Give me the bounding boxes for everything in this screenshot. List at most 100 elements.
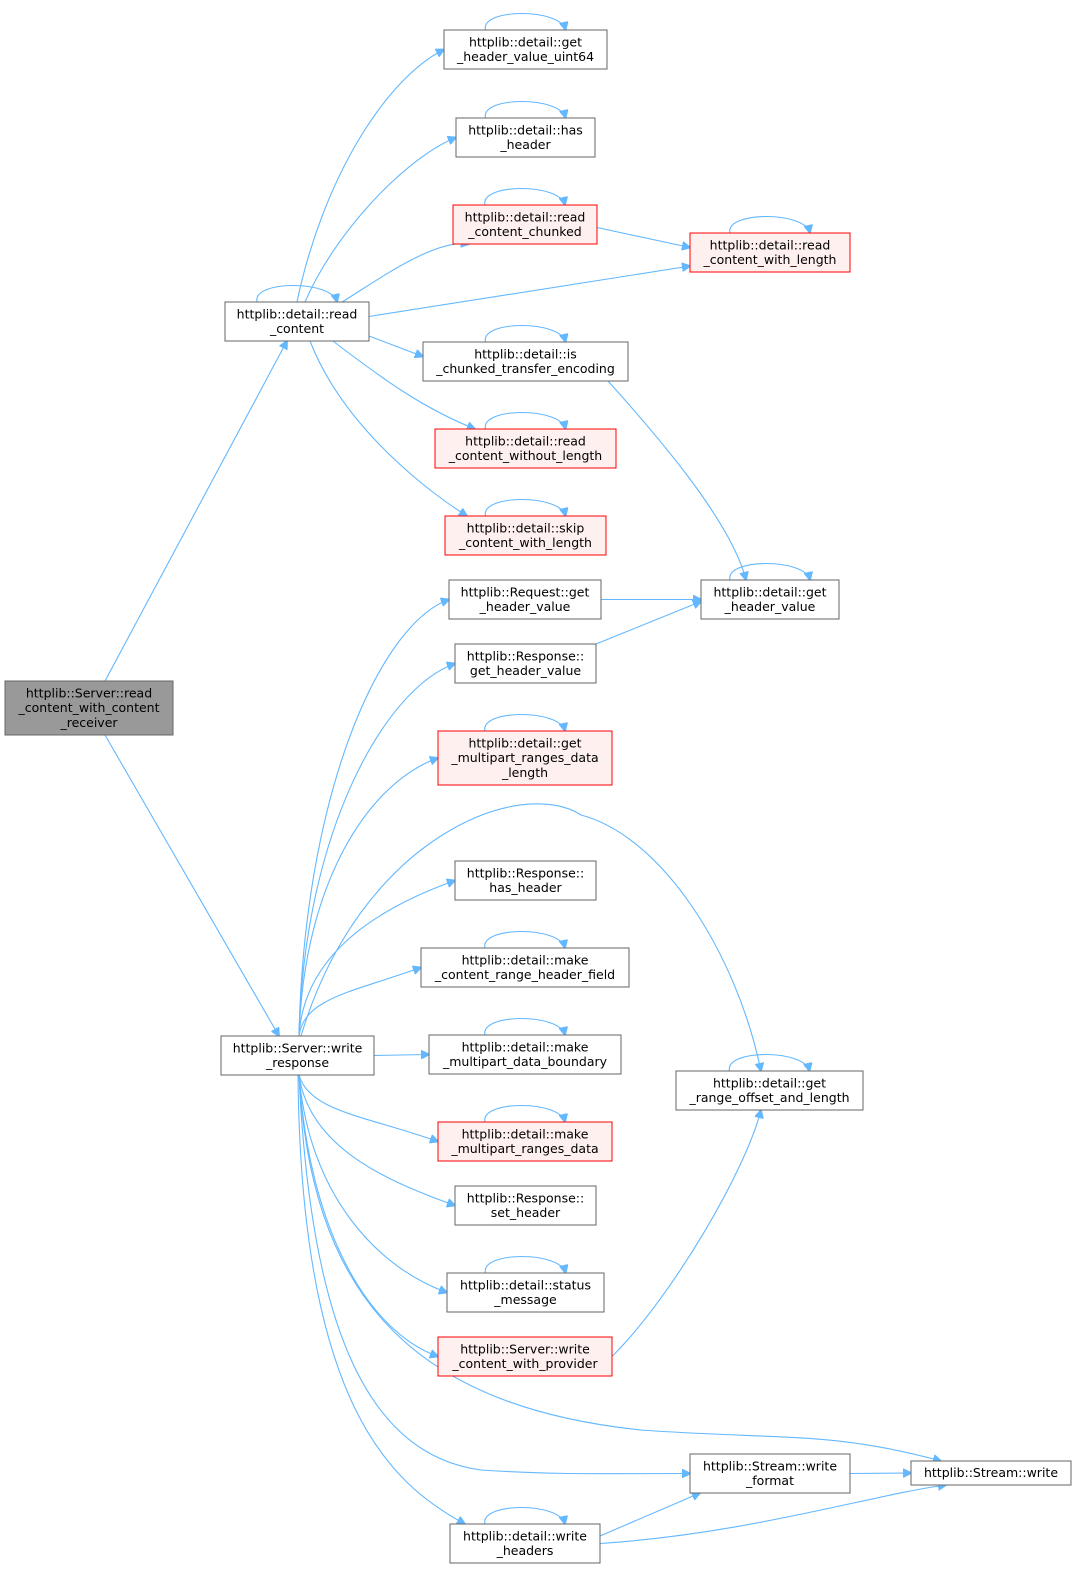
node-label-line: httplib::detail::read bbox=[465, 209, 586, 224]
node-box bbox=[444, 515, 607, 556]
node-is-chunked[interactable]: httplib::detail::is_chunked_transfer_enc… bbox=[422, 341, 629, 382]
node-box bbox=[4, 680, 174, 736]
node-get-header-value-uint64[interactable]: httplib::detail::get_header_value_uint64 bbox=[443, 29, 608, 70]
node-label-line: httplib::Response:: bbox=[467, 1190, 584, 1205]
node-label-line: httplib::detail::has bbox=[468, 122, 583, 137]
node-label-line: _header_value bbox=[724, 599, 816, 614]
node-label-line: _header_value bbox=[479, 599, 571, 614]
node-label-line: _message bbox=[493, 1292, 557, 1307]
edge-get-range-offset-and-length-to-get-range-offset-and-length bbox=[728, 1053, 809, 1072]
node-label-line: _content_chunked bbox=[467, 224, 581, 239]
node-skip-content-with-length[interactable]: httplib::detail::skip_content_with_lengt… bbox=[444, 515, 607, 556]
node-label-line: _header_value_uint64 bbox=[456, 49, 594, 64]
node-request-get-header-value[interactable]: httplib::Request::get_header_value bbox=[448, 579, 602, 620]
node-box bbox=[454, 1185, 597, 1226]
node-stream-write-format[interactable]: httplib::Stream::write_format bbox=[689, 1453, 851, 1494]
edge-is-chunked-to-is-chunked bbox=[484, 324, 565, 343]
edge-read-content-to-has-header-detail bbox=[304, 138, 456, 303]
edge-write-response-to-response-set-header bbox=[298, 1074, 455, 1206]
edge-read-content-chunked-to-read-content-with-length bbox=[596, 226, 690, 248]
node-make-multipart-ranges-data[interactable]: httplib::detail::make_multipart_ranges_d… bbox=[437, 1121, 613, 1162]
node-read-content-with-length[interactable]: httplib::detail::read_content_with_lengt… bbox=[689, 232, 851, 273]
edge-write-response-to-make-multipart-ranges-data bbox=[298, 1074, 438, 1142]
edge-write-response-to-status-message bbox=[298, 1074, 447, 1293]
node-label-line: _content_with_length bbox=[703, 252, 837, 267]
edge-read-content-to-read-content-chunked bbox=[341, 244, 469, 303]
node-label-line: _content_with_length bbox=[458, 535, 592, 550]
node-label-line: _content_without_length bbox=[448, 448, 602, 463]
node-label-line: _receiver bbox=[59, 715, 118, 730]
edge-status-message-to-status-message bbox=[484, 1255, 565, 1274]
edge-read-content-to-read-content-with-length bbox=[368, 266, 690, 318]
node-read-content-chunked[interactable]: httplib::detail::read_content_chunked bbox=[452, 204, 598, 245]
node-detail-get-header-value[interactable]: httplib::detail::get_header_value bbox=[700, 579, 840, 620]
node-label-line: has_header bbox=[489, 880, 562, 895]
node-get-range-offset-and-length[interactable]: httplib::detail::get_range_offset_and_le… bbox=[675, 1070, 864, 1111]
node-label-line: httplib::detail::get bbox=[713, 1075, 826, 1090]
node-label-line: httplib::Response:: bbox=[467, 865, 584, 880]
node-read-content-without-length[interactable]: httplib::detail::read_content_without_le… bbox=[434, 428, 617, 469]
node-label-line: _format bbox=[745, 1473, 794, 1488]
node-box bbox=[224, 301, 370, 342]
node-label-line: _header bbox=[499, 137, 551, 152]
node-box bbox=[910, 1460, 1072, 1486]
node-box bbox=[455, 117, 596, 158]
node-label-line: _content_range_header_field bbox=[434, 967, 615, 982]
node-label-line: _multipart_ranges_data bbox=[450, 750, 598, 765]
node-make-content-range-header-field[interactable]: httplib::detail::make_content_range_head… bbox=[420, 947, 630, 988]
node-box bbox=[700, 579, 840, 620]
node-box bbox=[437, 1336, 613, 1377]
node-label-line: httplib::detail::get bbox=[469, 34, 582, 49]
node-write-content-with-provider[interactable]: httplib::Server::write_content_with_prov… bbox=[437, 1336, 613, 1377]
node-write-headers[interactable]: httplib::detail::write_headers bbox=[449, 1523, 601, 1564]
node-box bbox=[448, 579, 602, 620]
edge-make-multipart-data-boundary-to-make-multipart-data-boundary bbox=[484, 1017, 565, 1036]
node-label-line: httplib::Server::write bbox=[460, 1341, 590, 1356]
node-label-line: _content bbox=[269, 321, 324, 336]
node-box bbox=[449, 1523, 601, 1564]
node-label-line: _range_offset_and_length bbox=[688, 1090, 849, 1105]
edge-write-content-with-provider-to-get-range-offset-and-length bbox=[611, 1110, 761, 1357]
edge-write-response-to-get-range-offset-and-length bbox=[300, 803, 761, 1071]
edge-write-response-to-request-get-header-value bbox=[298, 600, 449, 1037]
edge-skip-content-with-length-to-skip-content-with-length bbox=[484, 498, 565, 517]
node-response-get-header-value[interactable]: httplib::Response::get_header_value bbox=[454, 643, 597, 684]
edge-get-header-value-uint64-to-get-header-value-uint64 bbox=[484, 12, 565, 31]
node-label-line: httplib::Request::get bbox=[461, 584, 590, 599]
node-stream-write[interactable]: httplib::Stream::write bbox=[910, 1460, 1072, 1486]
edge-write-response-to-make-content-range-header-field bbox=[298, 968, 421, 1037]
node-label-line: httplib::Server::write bbox=[233, 1040, 363, 1055]
node-label-line: httplib::detail::read bbox=[710, 237, 831, 252]
edge-write-response-to-make-multipart-data-boundary bbox=[373, 1055, 429, 1056]
node-label-line: _multipart_ranges_data bbox=[450, 1141, 598, 1156]
node-box bbox=[220, 1035, 375, 1076]
node-box bbox=[420, 947, 630, 988]
node-response-has-header[interactable]: httplib::Response::has_header bbox=[454, 860, 597, 901]
node-label-line: _content_with_provider bbox=[451, 1356, 598, 1371]
node-read-content[interactable]: httplib::detail::read_content bbox=[224, 301, 370, 342]
node-label-line: _length bbox=[501, 765, 548, 780]
edge-read-content-to-skip-content-with-length bbox=[309, 340, 467, 516]
edge-response-get-header-value-to-detail-get-header-value bbox=[595, 602, 701, 645]
node-box bbox=[689, 232, 851, 273]
edge-write-response-to-write-headers bbox=[297, 1074, 465, 1524]
node-response-set-header[interactable]: httplib::Response::set_header bbox=[454, 1185, 597, 1226]
edge-is-chunked-to-detail-get-header-value bbox=[607, 380, 746, 580]
node-label-line: _content_with_content bbox=[18, 700, 160, 715]
node-label-line: _headers bbox=[496, 1543, 554, 1558]
node-box bbox=[422, 341, 629, 382]
node-box bbox=[446, 1272, 605, 1313]
node-status-message[interactable]: httplib::detail::status_message bbox=[446, 1272, 605, 1313]
node-label-line: get_header_value bbox=[470, 663, 582, 678]
node-label-line: httplib::detail::status bbox=[460, 1277, 591, 1292]
node-label-line: set_header bbox=[491, 1205, 561, 1220]
node-make-multipart-data-boundary[interactable]: httplib::detail::make_multipart_data_bou… bbox=[428, 1034, 622, 1075]
node-label-line: httplib::Response:: bbox=[467, 648, 584, 663]
node-has-header-detail[interactable]: httplib::detail::has_header bbox=[455, 117, 596, 158]
node-write-response[interactable]: httplib::Server::write_response bbox=[220, 1035, 375, 1076]
node-root[interactable]: httplib::Server::read_content_with_conte… bbox=[4, 680, 174, 736]
node-get-multipart-ranges-data-length[interactable]: httplib::detail::get_multipart_ranges_da… bbox=[437, 730, 613, 786]
edge-read-content-without-length-to-read-content-without-length bbox=[484, 411, 565, 430]
edge-root-to-write-response bbox=[104, 734, 279, 1036]
